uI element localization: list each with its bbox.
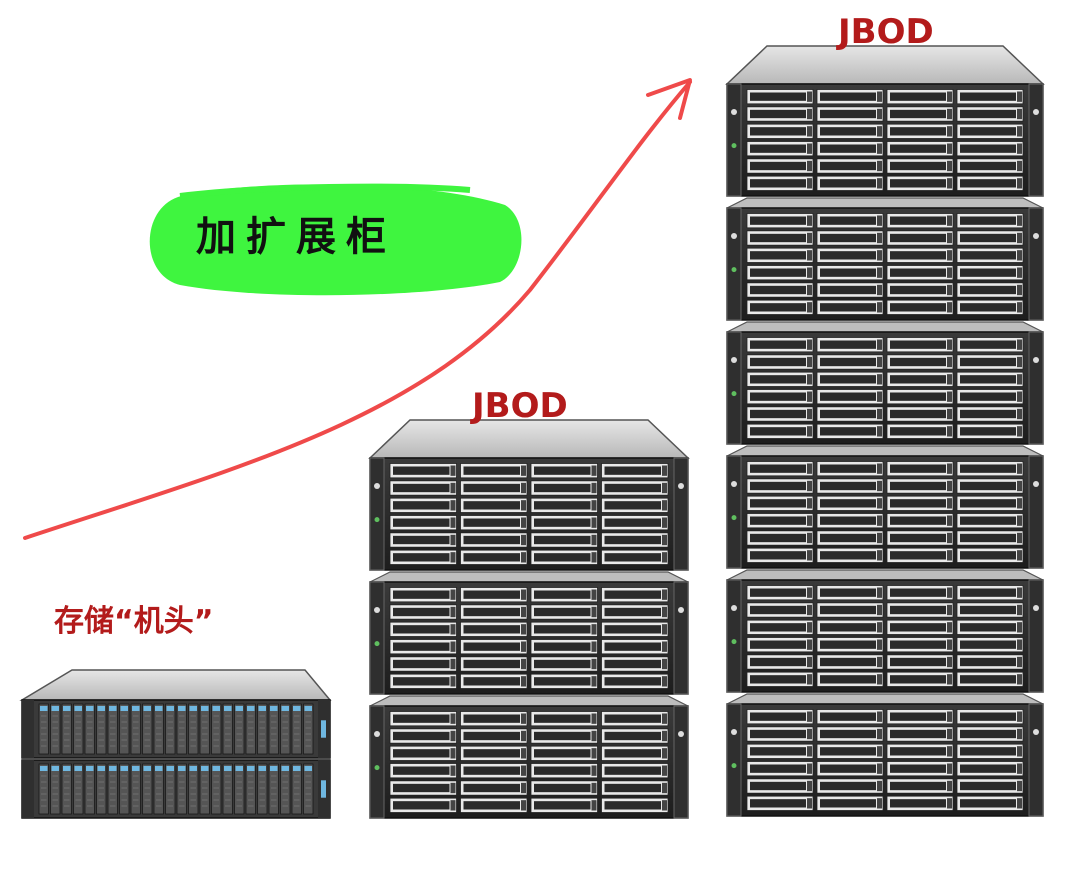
drive-bay <box>84 703 95 755</box>
drive-bay <box>303 763 314 815</box>
drive-bay <box>303 703 314 755</box>
drive-bay <box>234 763 245 815</box>
drive-bay <box>234 703 245 755</box>
drive-bay <box>119 703 130 755</box>
drive-bay <box>291 703 302 755</box>
drive-bay <box>38 703 49 755</box>
drive-bay <box>280 763 291 815</box>
drive-bay <box>84 763 95 815</box>
drive-bay <box>61 703 72 755</box>
highlight-stroke <box>179 183 471 199</box>
jbod-enclosure-icon <box>726 197 1044 321</box>
drive-bay <box>119 763 130 815</box>
expansion-arrow <box>23 78 692 540</box>
jbod-left-label: JBOD <box>472 386 568 426</box>
drive-bay <box>107 703 118 755</box>
drive-bay <box>222 703 233 755</box>
drive-bay <box>142 703 153 755</box>
jbod-enclosure-icon <box>726 693 1044 817</box>
curved-arrow-icon <box>23 80 692 540</box>
drive-bay <box>176 703 187 755</box>
drive-bay <box>188 703 199 755</box>
drive-bay <box>257 763 268 815</box>
drive-bay <box>107 763 118 815</box>
drive-bay <box>188 763 199 815</box>
drive-bay <box>257 703 268 755</box>
jbod-enclosure-icon <box>369 571 689 695</box>
drive-bay <box>130 703 141 755</box>
drive-bay <box>211 763 222 815</box>
drive-bay <box>153 763 164 815</box>
drive-bay <box>245 703 256 755</box>
drive-bay <box>176 763 187 815</box>
storage-head-stack <box>19 669 332 819</box>
drive-bay <box>245 763 256 815</box>
jbod-right-label: JBOD <box>838 12 934 52</box>
jbod-enclosure-icon <box>368 419 690 571</box>
jbod-enclosure-icon <box>369 695 689 819</box>
drive-bay <box>38 763 49 815</box>
drive-bay <box>73 703 84 755</box>
highlight-blob <box>149 184 522 296</box>
drive-bay <box>96 763 107 815</box>
jbod-enclosure-icon <box>725 45 1045 197</box>
jbod-enclosure-icon <box>726 569 1044 693</box>
drive-bay <box>96 703 107 755</box>
drive-bay <box>268 703 279 755</box>
drive-bay <box>165 703 176 755</box>
jbod-enclosure-icon <box>726 321 1044 445</box>
storage-head-label: 存储“机头” <box>54 604 214 639</box>
drive-bay <box>291 763 302 815</box>
drive-bay <box>199 763 210 815</box>
drive-bay <box>280 703 291 755</box>
expand-cabinet-label: 加扩展柜 <box>196 213 396 260</box>
storage-server-icon <box>21 759 331 819</box>
drive-bay <box>268 763 279 815</box>
drive-bay <box>50 703 61 755</box>
jbod-right-stack <box>725 45 1045 817</box>
drive-bay <box>165 763 176 815</box>
drive-bay <box>153 703 164 755</box>
jbod-enclosure-icon <box>726 445 1044 569</box>
drive-bay <box>199 703 210 755</box>
jbod-left-stack <box>368 419 690 819</box>
arrow-head-icon <box>646 78 692 120</box>
drive-bay <box>61 763 72 815</box>
storage-server-icon <box>19 669 332 759</box>
drive-bay <box>130 763 141 815</box>
drive-bay <box>142 763 153 815</box>
drive-bay <box>222 763 233 815</box>
drive-bay <box>50 763 61 815</box>
drive-bay <box>211 703 222 755</box>
drive-bay <box>73 763 84 815</box>
